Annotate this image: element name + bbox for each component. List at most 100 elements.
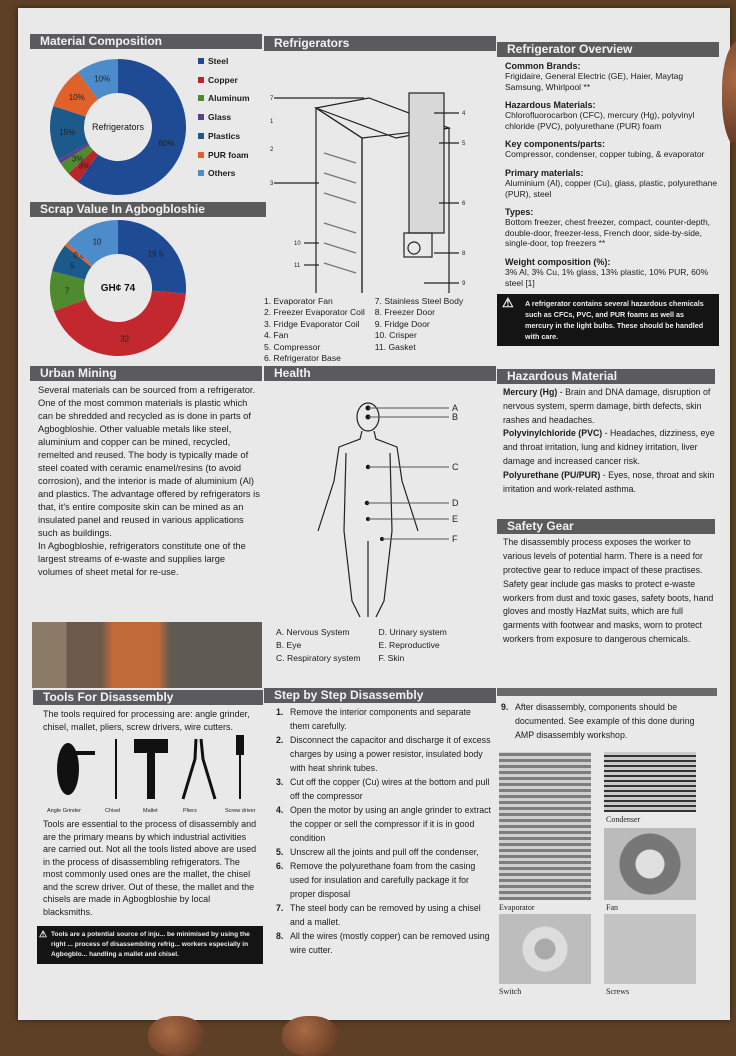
warning-box: ⚠Tools are a potential source of inju...…	[37, 926, 263, 964]
warning-icon: ⚠	[502, 295, 514, 311]
callout-number: 3	[270, 181, 274, 187]
legend-swatch	[198, 95, 204, 102]
part-item: 7. Stainless Steel Body	[374, 296, 464, 306]
step-text: Disconnect the capacitor and discharge i…	[290, 735, 491, 773]
legend-item: Steel	[198, 52, 250, 71]
section-header: Urban Mining	[30, 366, 262, 381]
documentation-section: 9.After disassembly, components should b…	[497, 688, 717, 742]
angle-grinder-icon	[57, 743, 95, 795]
callout-number: 6	[462, 201, 466, 207]
part-item: 1. Evaporator Fan	[264, 296, 333, 306]
warning-box: ⚠ A refrigerator contains several hazardo…	[497, 294, 719, 347]
legend-item: D. Urinary system	[378, 627, 447, 637]
hazard-desc: - Headaches, dizziness, eye and throat i…	[503, 428, 715, 466]
callout-number: 5	[462, 141, 466, 147]
screws-photo	[604, 914, 696, 984]
part-item: 10. Crisper	[374, 330, 417, 341]
section-header: Tools For Disassembly	[33, 690, 263, 705]
tool-label: Mallet	[143, 808, 158, 814]
data-label: 10	[93, 238, 102, 247]
slice-aluminum	[60, 145, 94, 174]
warning-text: Tools are a potential source of inju... …	[51, 931, 250, 958]
paragraph: The disassembly process exposes the work…	[503, 537, 714, 644]
tool-label: Chisel	[105, 808, 121, 814]
section-header: Step by Step Disassembly	[264, 688, 496, 703]
overview-text: Frigidaire, General Electric (GE), Haier…	[505, 71, 684, 92]
paragraph: The tools required for processing are: a…	[43, 709, 250, 732]
legend-item: C. Respiratory system	[276, 653, 361, 663]
data-label: 3%	[78, 161, 90, 170]
step-text: The steel body can be removed by using a…	[290, 903, 481, 927]
callout-number: 1	[270, 119, 274, 125]
tool-label: Angle Grinder	[47, 808, 81, 814]
step-item: 8.All the wires (mostly copper) can be r…	[276, 929, 492, 957]
data-label: 32	[120, 335, 129, 344]
data-label: 15%	[59, 128, 75, 137]
center-label: Refrigerators	[92, 122, 145, 132]
step-item: 1.Remove the interior components and sep…	[276, 705, 492, 733]
condenser-photo	[604, 752, 696, 812]
slice-plastics	[50, 105, 89, 160]
part-item: 6. Refrigerator Base	[264, 353, 341, 364]
overview-text: 3% Al, 3% Cu, 1% glass, 13% plastic, 10%…	[505, 266, 709, 288]
overview-text: Chlorofluorocarbon (CFC), mercury (Hg), …	[505, 110, 695, 131]
tools-illustration	[57, 735, 244, 800]
part-item: 11. Gasket	[374, 341, 416, 352]
callout-number: 2	[270, 147, 274, 153]
legend-item: PUR foam	[198, 146, 250, 165]
legend-item: Glass	[198, 108, 250, 127]
step-number: 6.	[276, 861, 284, 871]
part-item: 4. Fan	[264, 330, 289, 341]
warning-icon: ⚠	[39, 929, 48, 939]
photo-caption: Condenser	[606, 815, 641, 824]
divider-bar	[497, 688, 717, 696]
legend-item: F. Skin	[378, 653, 405, 663]
marker-label: A	[452, 403, 458, 413]
data-label: 60%	[158, 139, 174, 148]
callout-number: 10	[294, 241, 301, 247]
marker-label: E	[452, 514, 458, 524]
step-text: Remove the polyurethane foam from the ca…	[290, 861, 476, 899]
legend-item: Copper	[198, 71, 250, 90]
section-header: Material Composition	[30, 34, 262, 49]
photo-caption: Evaporator	[499, 903, 535, 912]
legend-swatch	[198, 132, 204, 139]
overview-text: Bottom freezer, chest freezer, compact, …	[505, 217, 711, 249]
slice-steel	[118, 220, 186, 294]
legend-label: Plastics	[208, 130, 241, 141]
legend-swatch	[198, 151, 204, 158]
callout-number: 7	[270, 96, 274, 102]
data-label: 5	[70, 261, 75, 270]
agbogbloshie-photo	[32, 622, 262, 688]
photo-caption: Switch	[499, 987, 522, 996]
data-label: 3%	[72, 154, 84, 163]
paragraph: Several materials can be sourced from a …	[38, 385, 260, 538]
part-item: 3. Fridge Evaporator Coil	[264, 318, 360, 329]
part-item: 5. Compressor	[264, 341, 321, 352]
tools-section: Tools For Disassembly The tools required…	[33, 690, 263, 964]
legend-item: Others	[198, 164, 250, 183]
step-number: 4.	[276, 805, 284, 815]
data-label: 19.5	[148, 249, 164, 258]
step-number: 7.	[276, 903, 284, 913]
warning-text: A refrigerator contains several hazardou…	[525, 299, 704, 342]
legend-label: Others	[208, 168, 236, 179]
overview-text: Aluminium (Al), copper (Cu), glass, plas…	[505, 177, 718, 199]
callout-number: 11	[294, 263, 301, 269]
marker-label: D	[452, 498, 459, 508]
slice-glass	[58, 143, 90, 164]
legend-swatch	[198, 58, 204, 64]
chisel-icon	[115, 739, 117, 799]
thumb	[282, 1016, 338, 1056]
part-item: 9. Fridge Door	[374, 318, 430, 329]
slice-copper	[68, 150, 99, 183]
urban-mining-section: Urban Mining Several materials can be so…	[30, 366, 262, 579]
step-text: Open the motor by using an angle grinder…	[290, 805, 491, 843]
part-item: 2. Freezer Evaporator Coil	[264, 307, 365, 318]
screwdriver-icon	[236, 735, 244, 799]
hazard-name: Polyurethane (PU/PUR)	[503, 469, 601, 480]
marker-label: F	[452, 534, 458, 544]
